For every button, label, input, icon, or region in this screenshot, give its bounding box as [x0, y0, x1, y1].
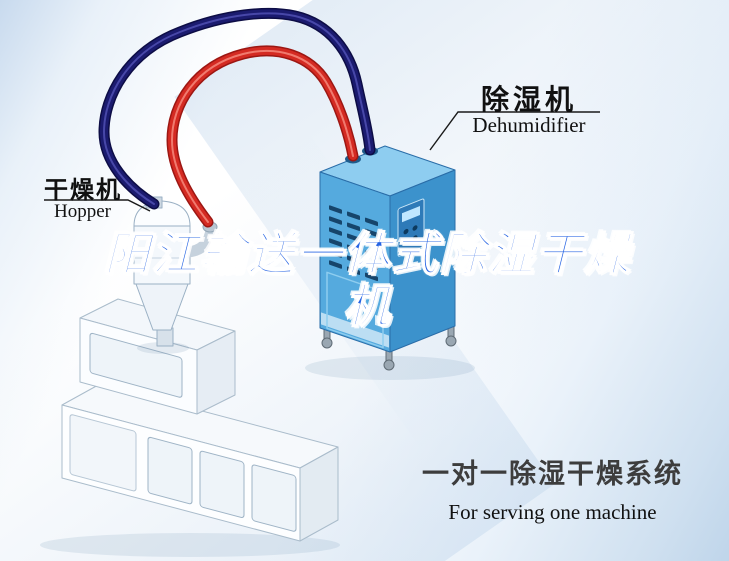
- dehumidifier-label-line: [429, 111, 600, 151]
- hopper-unit: [133, 196, 218, 354]
- dehumidifier-label-zh: 除湿机: [480, 84, 577, 115]
- caption-en: For serving one machine: [448, 500, 657, 524]
- panel-display: [402, 205, 420, 223]
- dehumidifier-unit: [319, 145, 457, 371]
- red-hose-sheen: [170, 49, 354, 223]
- caption-zh: 一对一除湿干燥系统: [422, 459, 683, 489]
- control-panel: [397, 198, 425, 257]
- hoses: [98, 7, 376, 228]
- hopper-label-line: [44, 199, 151, 212]
- blue-hose-sheen: [102, 12, 371, 205]
- front-door-seam: [326, 271, 384, 349]
- watermark-title: 阳江输送一体式除湿干燥 机: [55, 227, 681, 334]
- watermark-line1: 阳江输送一体式除湿干燥: [103, 227, 632, 281]
- extruder-shadow: [40, 533, 340, 557]
- vent-grid: [329, 205, 378, 282]
- cabinet-front-details: [321, 205, 389, 349]
- extruder-machine: [61, 196, 339, 542]
- upper-block-panel: [89, 332, 183, 398]
- hopper-elbow-duct: [182, 224, 217, 258]
- hopper-label-zh: 干燥机: [44, 177, 122, 204]
- casters: [321, 325, 457, 371]
- dehumidifier-label-en: Dehumidifier: [472, 113, 586, 137]
- hopper-label-en: Hopper: [54, 201, 111, 222]
- front-panel-doors: [69, 414, 297, 532]
- bottom-caption: 一对一除湿干燥系统 For serving one machine: [405, 452, 700, 525]
- door-handle: [375, 314, 379, 327]
- watermark-line2: 机: [343, 280, 392, 334]
